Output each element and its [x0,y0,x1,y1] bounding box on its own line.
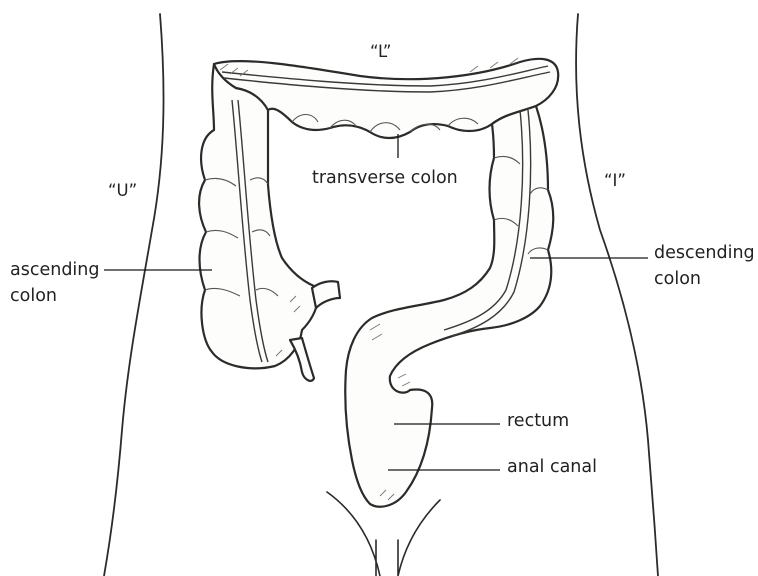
transverse-colon-label: transverse colon [312,167,458,189]
letter-u-label: “U” [108,180,137,202]
letter-l-label: “L” [370,41,391,63]
descending-colon-label-line2: colon [654,268,701,290]
ascending-colon-label-line1: ascending [10,259,100,281]
ileum [312,281,340,308]
descending-colon-label-line1: descending [654,242,755,264]
body-outline-left [104,14,164,576]
rectum-label: rectum [507,410,569,432]
ascending-colon-label-line2: colon [10,285,57,307]
letter-i-label: “I” [604,170,626,192]
body-outline-right [576,14,658,576]
anal-canal-label: anal canal [507,456,597,478]
appendix [290,338,314,381]
